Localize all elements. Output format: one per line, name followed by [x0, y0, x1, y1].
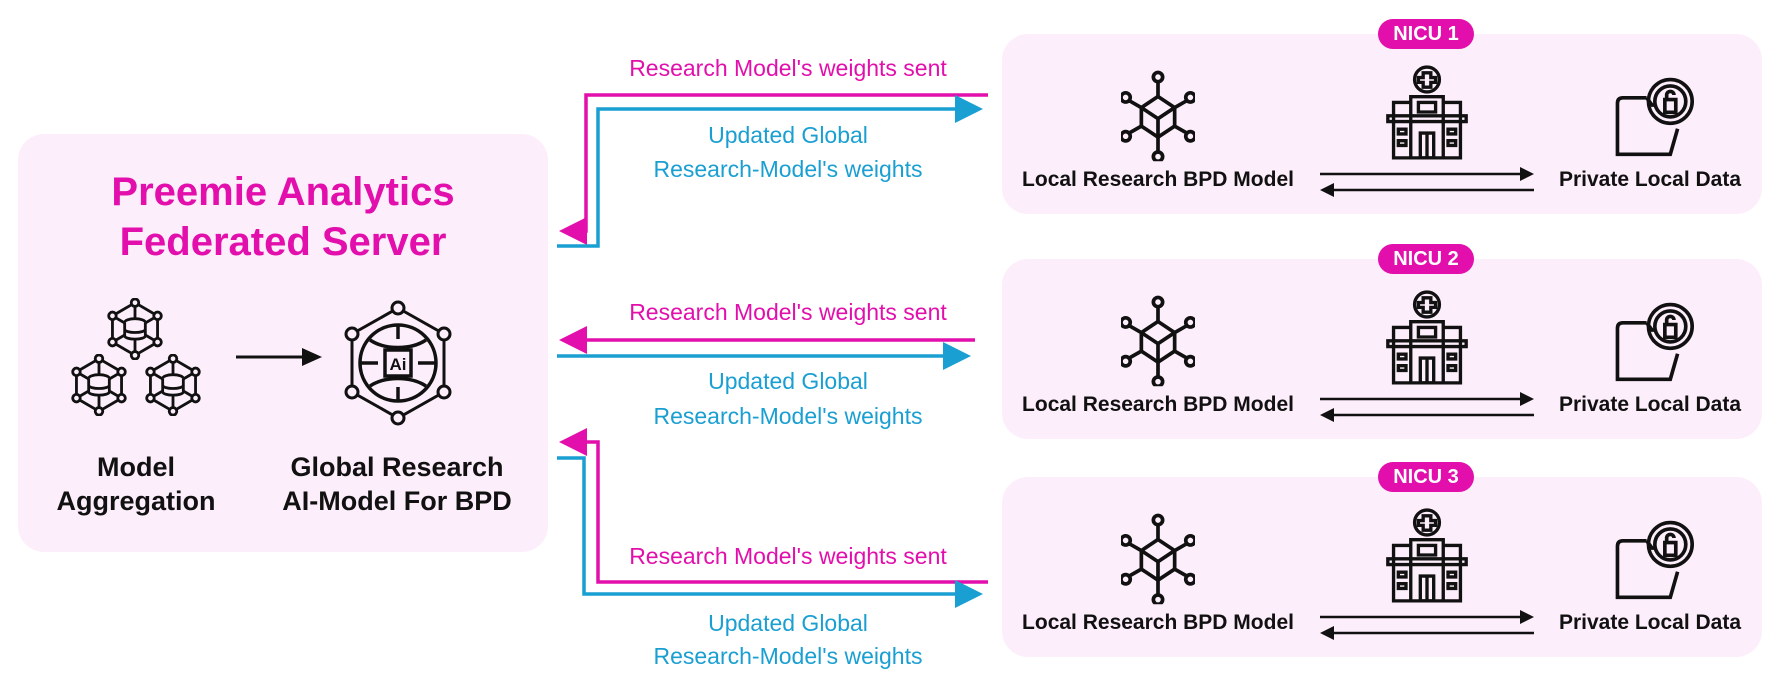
nicu2-data-label: Private Local Data [1558, 393, 1742, 416]
server-title-line2: Federated Server [119, 220, 447, 264]
nicu3-data-label: Private Local Data [1558, 611, 1742, 634]
nicu2-panel [1002, 259, 1762, 439]
nicu1-data-label: Private Local Data [1558, 168, 1742, 191]
nicu1-panel [1002, 34, 1762, 214]
nicu2-badge: NICU 2 [1378, 244, 1474, 274]
local-model-icon [1121, 513, 1195, 605]
server-title-line1: Preemie Analytics [111, 170, 455, 214]
global-model-label-line1: Global Research [290, 452, 504, 482]
hospital-icon [1386, 65, 1468, 160]
nicu2-model-label: Local Research BPD Model [1022, 393, 1294, 416]
local-model-icon [1121, 295, 1195, 387]
nicu3-weights-sent-arrow [559, 428, 988, 584]
local-model-icon [1121, 70, 1195, 162]
nicu1-updated-label-line2: Research-Model's weights [653, 156, 923, 182]
nicu3-badge: NICU 3 [1378, 462, 1474, 492]
global-model-label-line2: AI-Model For BPD [282, 486, 512, 516]
hospital-icon [1386, 290, 1468, 385]
bidirectional-arrows-icon [1320, 610, 1534, 640]
nicu1-weights-sent-arrow [559, 93, 988, 245]
nicu3-updated-weights-arrow [557, 456, 983, 608]
nicu3-weights-sent-label: Research Model's weights sent [629, 543, 947, 569]
nicu2-updated-label-line2: Research-Model's weights [653, 403, 923, 429]
nicu1-badge: NICU 1 [1378, 19, 1474, 49]
bidirectional-arrows-icon [1320, 167, 1534, 197]
ai-globe-icon: Ai [344, 300, 452, 426]
nicu1-updated-weights-arrow [557, 95, 983, 248]
private-data-folder-lock-icon [1615, 520, 1694, 600]
private-data-folder-lock-icon [1615, 302, 1694, 382]
nicu1-updated-label-line1: Updated Global [708, 122, 868, 148]
aggregation-label-line2: Aggregation [56, 486, 216, 516]
nicu2-updated-label-line1: Updated Global [708, 368, 868, 394]
nicu1-model-label: Local Research BPD Model [1022, 168, 1294, 191]
private-data-folder-lock-icon [1615, 77, 1694, 157]
federated-server-panel [18, 134, 548, 552]
hospital-icon [1386, 508, 1468, 603]
nicu1-weights-sent-label: Research Model's weights sent [629, 55, 947, 81]
nicu3-updated-label-line1: Updated Global [708, 610, 868, 636]
nicu3-panel [1002, 477, 1762, 657]
aggregation-label-line1: Model [97, 452, 175, 482]
bidirectional-arrows-icon [1320, 392, 1534, 422]
ai-chip-text: Ai [390, 355, 407, 374]
nicu2-weights-sent-label: Research Model's weights sent [629, 299, 947, 325]
nicu3-updated-label-line2: Research-Model's weights [653, 643, 923, 669]
nicu3-model-label: Local Research BPD Model [1022, 611, 1294, 634]
arrow-right-icon [236, 348, 322, 366]
